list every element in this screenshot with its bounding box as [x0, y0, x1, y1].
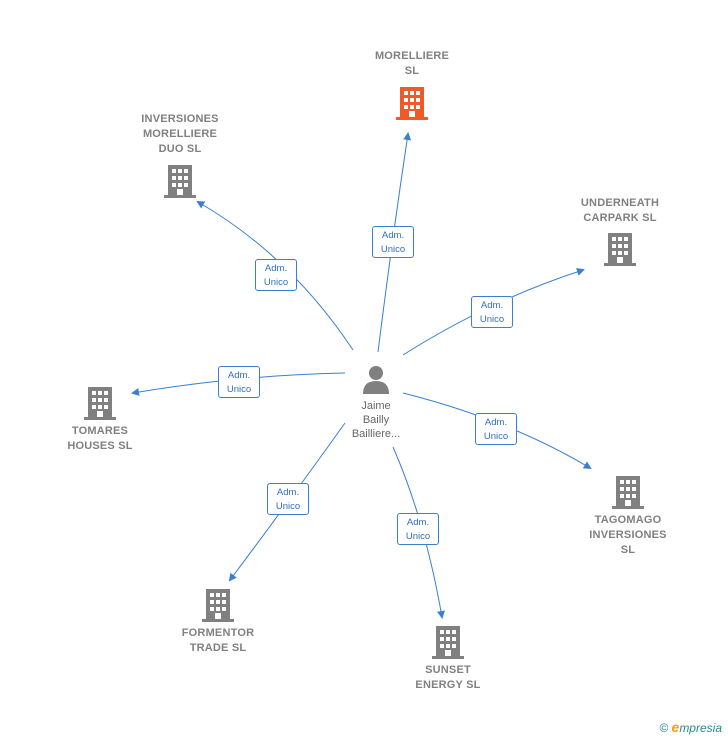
building-icon: [604, 233, 636, 266]
edge-label-sunset[interactable]: Adm.Unico: [397, 513, 439, 545]
company-tagomago[interactable]: TAGOMAGO INVERSIONES SL: [568, 474, 688, 558]
building-icon: [612, 476, 644, 509]
building-icon: [84, 387, 116, 420]
company-name: SUNSET ENERGY SL: [415, 664, 481, 691]
person-center[interactable]: Jaime Bailly Bailliere...: [334, 364, 418, 441]
copyright-symbol: ©: [659, 721, 669, 735]
building-icon: [202, 589, 234, 622]
company-name: FORMENTOR TRADE SL: [181, 627, 255, 654]
building-icon: [396, 87, 428, 120]
company-inversiones-morelliere[interactable]: INVERSIONES MORELLIERE DUO SL: [120, 112, 240, 199]
company-underneath[interactable]: UNDERNEATH CARPARK SL: [560, 196, 680, 267]
company-morelliere[interactable]: MORELLIERE SL: [352, 49, 472, 121]
brand-name: mpresia: [679, 721, 722, 735]
footer-brand: © empresia: [659, 719, 722, 735]
edge-label-formentor[interactable]: Adm.Unico: [267, 483, 309, 515]
company-sunset[interactable]: SUNSET ENERGY SL: [388, 624, 508, 693]
person-name: Jaime Bailly Bailliere...: [351, 400, 401, 440]
building-icon: [432, 626, 464, 659]
edge-label-tomares[interactable]: Adm.Unico: [218, 366, 260, 398]
company-tomares[interactable]: TOMARES HOUSES SL: [40, 385, 160, 454]
edge-label-tagomago[interactable]: Adm.Unico: [475, 413, 517, 445]
building-icon: [164, 165, 196, 198]
brand-initial: e: [671, 719, 680, 735]
company-name: TAGOMAGO INVERSIONES SL: [589, 514, 667, 556]
person-icon: [363, 366, 389, 394]
edge-label-underneath[interactable]: Adm.Unico: [471, 296, 513, 328]
edge-label-inversiones-morelliere[interactable]: Adm.Unico: [255, 259, 297, 291]
company-name: TOMARES HOUSES SL: [67, 425, 133, 452]
company-name: MORELLIERE SL: [374, 50, 450, 77]
company-formentor[interactable]: FORMENTOR TRADE SL: [158, 587, 278, 656]
company-name: INVERSIONES MORELLIERE DUO SL: [141, 113, 219, 155]
company-name: UNDERNEATH CARPARK SL: [580, 197, 660, 224]
edge-label-morelliere[interactable]: Adm.Unico: [372, 226, 414, 258]
